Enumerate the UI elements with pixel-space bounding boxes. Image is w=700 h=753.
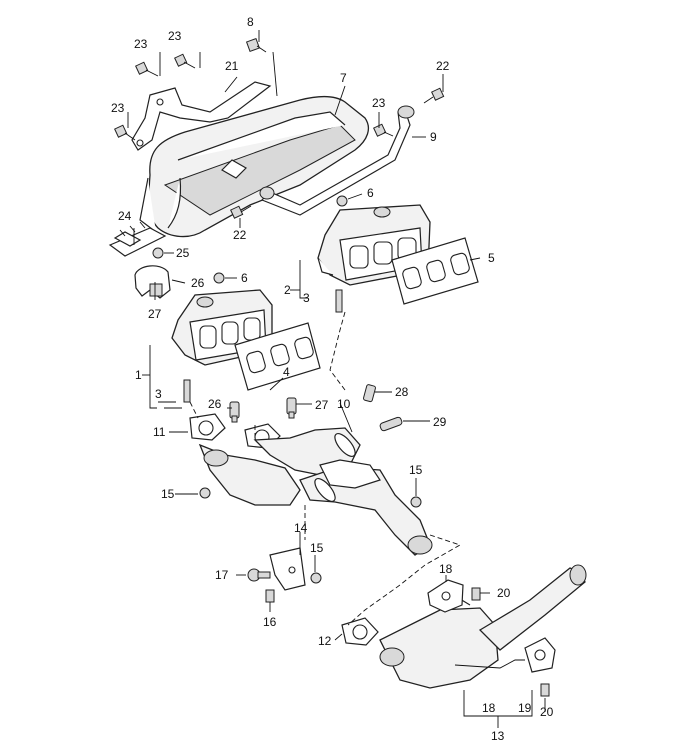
temperature-sensor-29: [379, 416, 430, 432]
nut-6-b: [213, 272, 237, 284]
bracket-14: [269, 547, 306, 591]
callout-24: 24: [118, 209, 132, 223]
nut-15-c: [310, 572, 322, 584]
callout-15: 15: [409, 463, 423, 477]
callout-8: 8: [247, 15, 254, 29]
callout-18: 18: [482, 701, 496, 715]
rear-muffler-13: [379, 564, 587, 689]
dashed-guide-lines: [189, 311, 462, 626]
gasket-4: [234, 322, 321, 391]
callout-7: 7: [340, 71, 347, 85]
stud-3-b: [335, 289, 343, 313]
gasket-5: [391, 237, 479, 305]
hanger-19: [524, 637, 556, 673]
callout-23: 23: [134, 37, 148, 51]
stud-3-a: [183, 379, 191, 403]
callout-23: 23: [111, 101, 125, 115]
callout-22: 22: [233, 228, 247, 242]
callout-14: 14: [294, 521, 308, 535]
callout-16: 16: [263, 615, 277, 629]
callout-27: 27: [148, 307, 162, 321]
bolt-23-d: [373, 123, 394, 137]
callout-12: 12: [318, 634, 332, 648]
bolt-23-c: [114, 124, 136, 141]
callout-3: 3: [303, 291, 310, 305]
heat-shield: [139, 95, 369, 238]
callout-25: 25: [176, 246, 190, 260]
callout-15: 15: [161, 487, 175, 501]
nut-15-a: [199, 487, 211, 499]
callout-13: 13: [491, 729, 505, 743]
callout-15: 15: [310, 541, 324, 555]
exhaust-manifold-right: [317, 204, 431, 286]
bracket-9: [259, 105, 415, 216]
bracket-21: [131, 81, 272, 151]
oxygen-sensor-26: [229, 401, 240, 423]
callout-9: 9: [430, 130, 437, 144]
bolt-22-b: [230, 205, 252, 219]
leader-lines: [127, 30, 546, 728]
callout-10: 10: [337, 397, 351, 411]
bolt-20-b: [540, 683, 550, 697]
callout-29: 29: [433, 415, 447, 429]
callout-5: 5: [488, 251, 495, 265]
nut-15-b: [410, 478, 422, 508]
callout-23: 23: [372, 96, 386, 110]
nut-6-a: [336, 193, 363, 207]
callout-27: 27: [315, 398, 329, 412]
wiring-clip-24: [108, 221, 167, 257]
bolt-20-a: [471, 587, 481, 601]
callout-1: 1: [135, 368, 142, 382]
callout-22: 22: [436, 59, 450, 73]
callout-26: 26: [191, 276, 205, 290]
callout-11: 11: [153, 425, 166, 439]
callout-26: 26: [208, 397, 222, 411]
catalytic-converter-assembly-10: [198, 427, 433, 556]
bolt-8: [245, 37, 267, 53]
callout-20: 20: [540, 705, 554, 719]
callout-20: 20: [497, 586, 511, 600]
flange-gasket-12: [341, 617, 379, 646]
callout-6: 6: [241, 271, 248, 285]
bracket-18: [427, 579, 464, 613]
callout-3: 3: [155, 387, 162, 401]
callout-21: 21: [225, 59, 239, 73]
oxygen-sensor-28: [363, 384, 392, 403]
callout-2: 2: [284, 283, 291, 297]
callout-28: 28: [395, 385, 409, 399]
callout-labels: 8 23 23 21 7 22 23 23 9 6 22 24 25 5 26 …: [111, 15, 554, 743]
callout-23: 23: [168, 29, 182, 43]
bolt-23-a: [135, 61, 159, 77]
callout-17: 17: [215, 568, 229, 582]
bolt-22-a: [423, 87, 445, 104]
oxygen-sensor-27: [286, 397, 312, 419]
callout-6: 6: [367, 186, 374, 200]
bolt-16: [265, 589, 275, 612]
callout-4: 4: [283, 365, 290, 379]
sensor-clip-26-27: [134, 265, 186, 299]
callout-18: 18: [439, 562, 453, 576]
callout-19: 19: [518, 701, 532, 715]
bolt-23-b: [174, 53, 196, 69]
bolt-17: [247, 568, 271, 582]
clip-25: [152, 247, 174, 259]
